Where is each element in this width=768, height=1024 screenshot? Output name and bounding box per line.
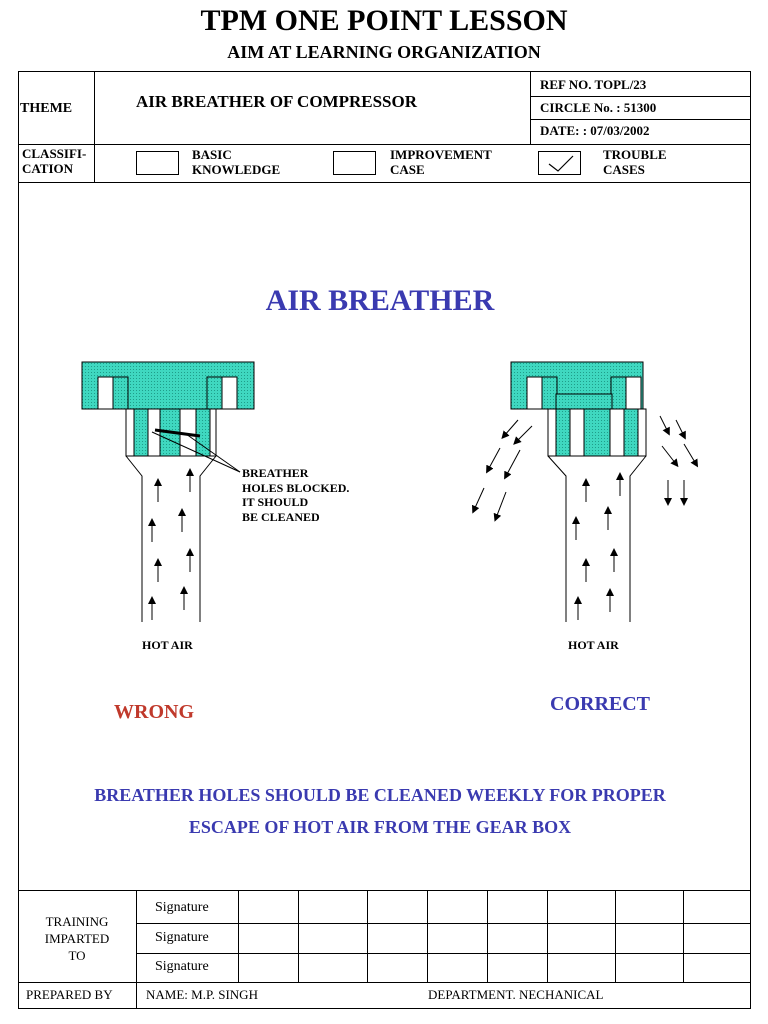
theme-value: AIR BREATHER OF COMPRESSOR bbox=[136, 92, 417, 111]
air-breather-diagram bbox=[81, 361, 699, 622]
right-hot-air-caption: HOT AIR bbox=[568, 638, 619, 652]
basic-knowledge-label-2: KNOWLEDGE bbox=[192, 162, 281, 177]
prepared-by-name: NAME: M.P. SINGH bbox=[146, 987, 258, 1002]
page-title: TPM ONE POINT LESSON bbox=[200, 4, 568, 37]
improvement-case-label-2: CASE bbox=[390, 162, 425, 177]
note-line-1: BREATHER HOLES SHOULD BE CLEANED WEEKLY … bbox=[94, 785, 666, 805]
blocked-holes-callout: BREATHER HOLES BLOCKED. IT SHOULD BE CLE… bbox=[242, 466, 350, 524]
correct-breather-drawing bbox=[472, 361, 699, 622]
theme-label: THEME bbox=[20, 101, 73, 116]
diagram-title: AIR BREATHER bbox=[265, 284, 495, 317]
note-line-2: ESCAPE OF HOT AIR FROM THE GEAR BOX bbox=[188, 817, 572, 837]
circle-no: CIRCLE No. : 51300 bbox=[540, 100, 657, 115]
classification-label-2: CATION bbox=[22, 161, 74, 176]
basic-knowledge-label-1: BASIC bbox=[192, 147, 232, 162]
wrong-label: WRONG bbox=[114, 701, 194, 723]
wrong-breather-drawing bbox=[81, 361, 255, 622]
ref-no: REF NO. TOPL/23 bbox=[540, 77, 647, 92]
date: DATE: : 07/03/2002 bbox=[540, 123, 650, 138]
left-hot-air-caption: HOT AIR bbox=[142, 638, 193, 652]
signature-label-3: Signature bbox=[155, 959, 209, 974]
improvement-case-checkbox[interactable] bbox=[333, 151, 376, 175]
page-frame bbox=[18, 71, 751, 1009]
improvement-case-label-1: IMPROVEMENT bbox=[390, 147, 492, 162]
classification-label-1: CLASSIFI- bbox=[22, 146, 87, 161]
department: DEPARTMENT. NECHANICAL bbox=[428, 987, 604, 1002]
check-mark-icon bbox=[548, 155, 574, 172]
trouble-cases-label-2: CASES bbox=[603, 162, 645, 177]
signature-label-1: Signature bbox=[155, 900, 209, 915]
page-subtitle: AIM AT LEARNING ORGANIZATION bbox=[227, 42, 541, 62]
trouble-cases-checkbox[interactable] bbox=[538, 151, 581, 175]
training-imparted-label: TRAINING IMPARTED TO bbox=[44, 914, 110, 963]
signature-label-2: Signature bbox=[155, 930, 209, 945]
trouble-cases-label-1: TROUBLE bbox=[603, 147, 667, 162]
correct-label: CORRECT bbox=[550, 693, 651, 715]
basic-knowledge-checkbox[interactable] bbox=[136, 151, 179, 175]
prepared-by-label: PREPARED BY bbox=[26, 987, 113, 1002]
